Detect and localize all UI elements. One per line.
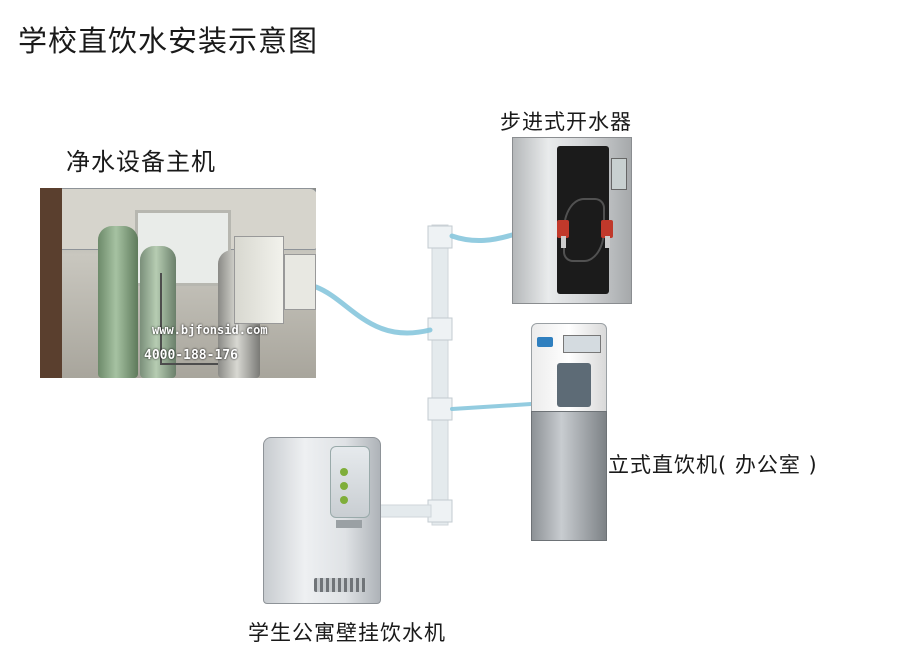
wall-branch-pipe [378,504,432,518]
dispenser-button-1 [340,468,348,476]
purification-host-photo: www.bjfonsid.com 4000-188-176 [40,188,316,378]
dispenser-button-3 [340,496,348,504]
main-vertical-pipe [431,224,449,526]
photo-url-watermark: www.bjfonsid.com [152,323,268,337]
diagram-title: 学校直饮水安装示意图 [18,24,319,58]
control-box [284,254,316,310]
wall-dispenser-label: 学生公寓壁挂饮水机 [248,621,446,645]
wall-mounted-dispenser-image [263,437,381,604]
brand-logo [537,337,553,347]
boiler-tap-left [557,220,569,238]
control-cabinet [234,236,284,324]
host-outlet-flow [313,284,433,336]
standing-dispenser-image [531,323,607,541]
standing-branch-flow [450,402,533,411]
photo-phone-watermark: 4000-188-176 [144,348,238,363]
host-label: 净水设备主机 [66,148,216,176]
standing-dispenser-label: 立式直饮机( 办公室 ) [608,453,818,477]
pipe-fitting-top [427,225,453,249]
dispenser-button-2 [340,482,348,490]
pipe-fitting-bottom [427,499,453,523]
filter-tank-2 [140,246,176,378]
filter-tank-1 [98,226,138,378]
boiler-display [611,158,627,190]
boiler-tap-right [601,220,613,238]
boiler-branch-flow [449,232,515,244]
drip-grille [314,578,366,592]
dispensing-recess [557,363,591,407]
dispenser-control-panel [563,335,601,353]
boiler-label: 步进式开水器 [500,110,632,134]
dispenser-spout [336,520,362,528]
step-boiler-image [512,137,632,304]
pipe-fitting-lower [427,397,453,421]
